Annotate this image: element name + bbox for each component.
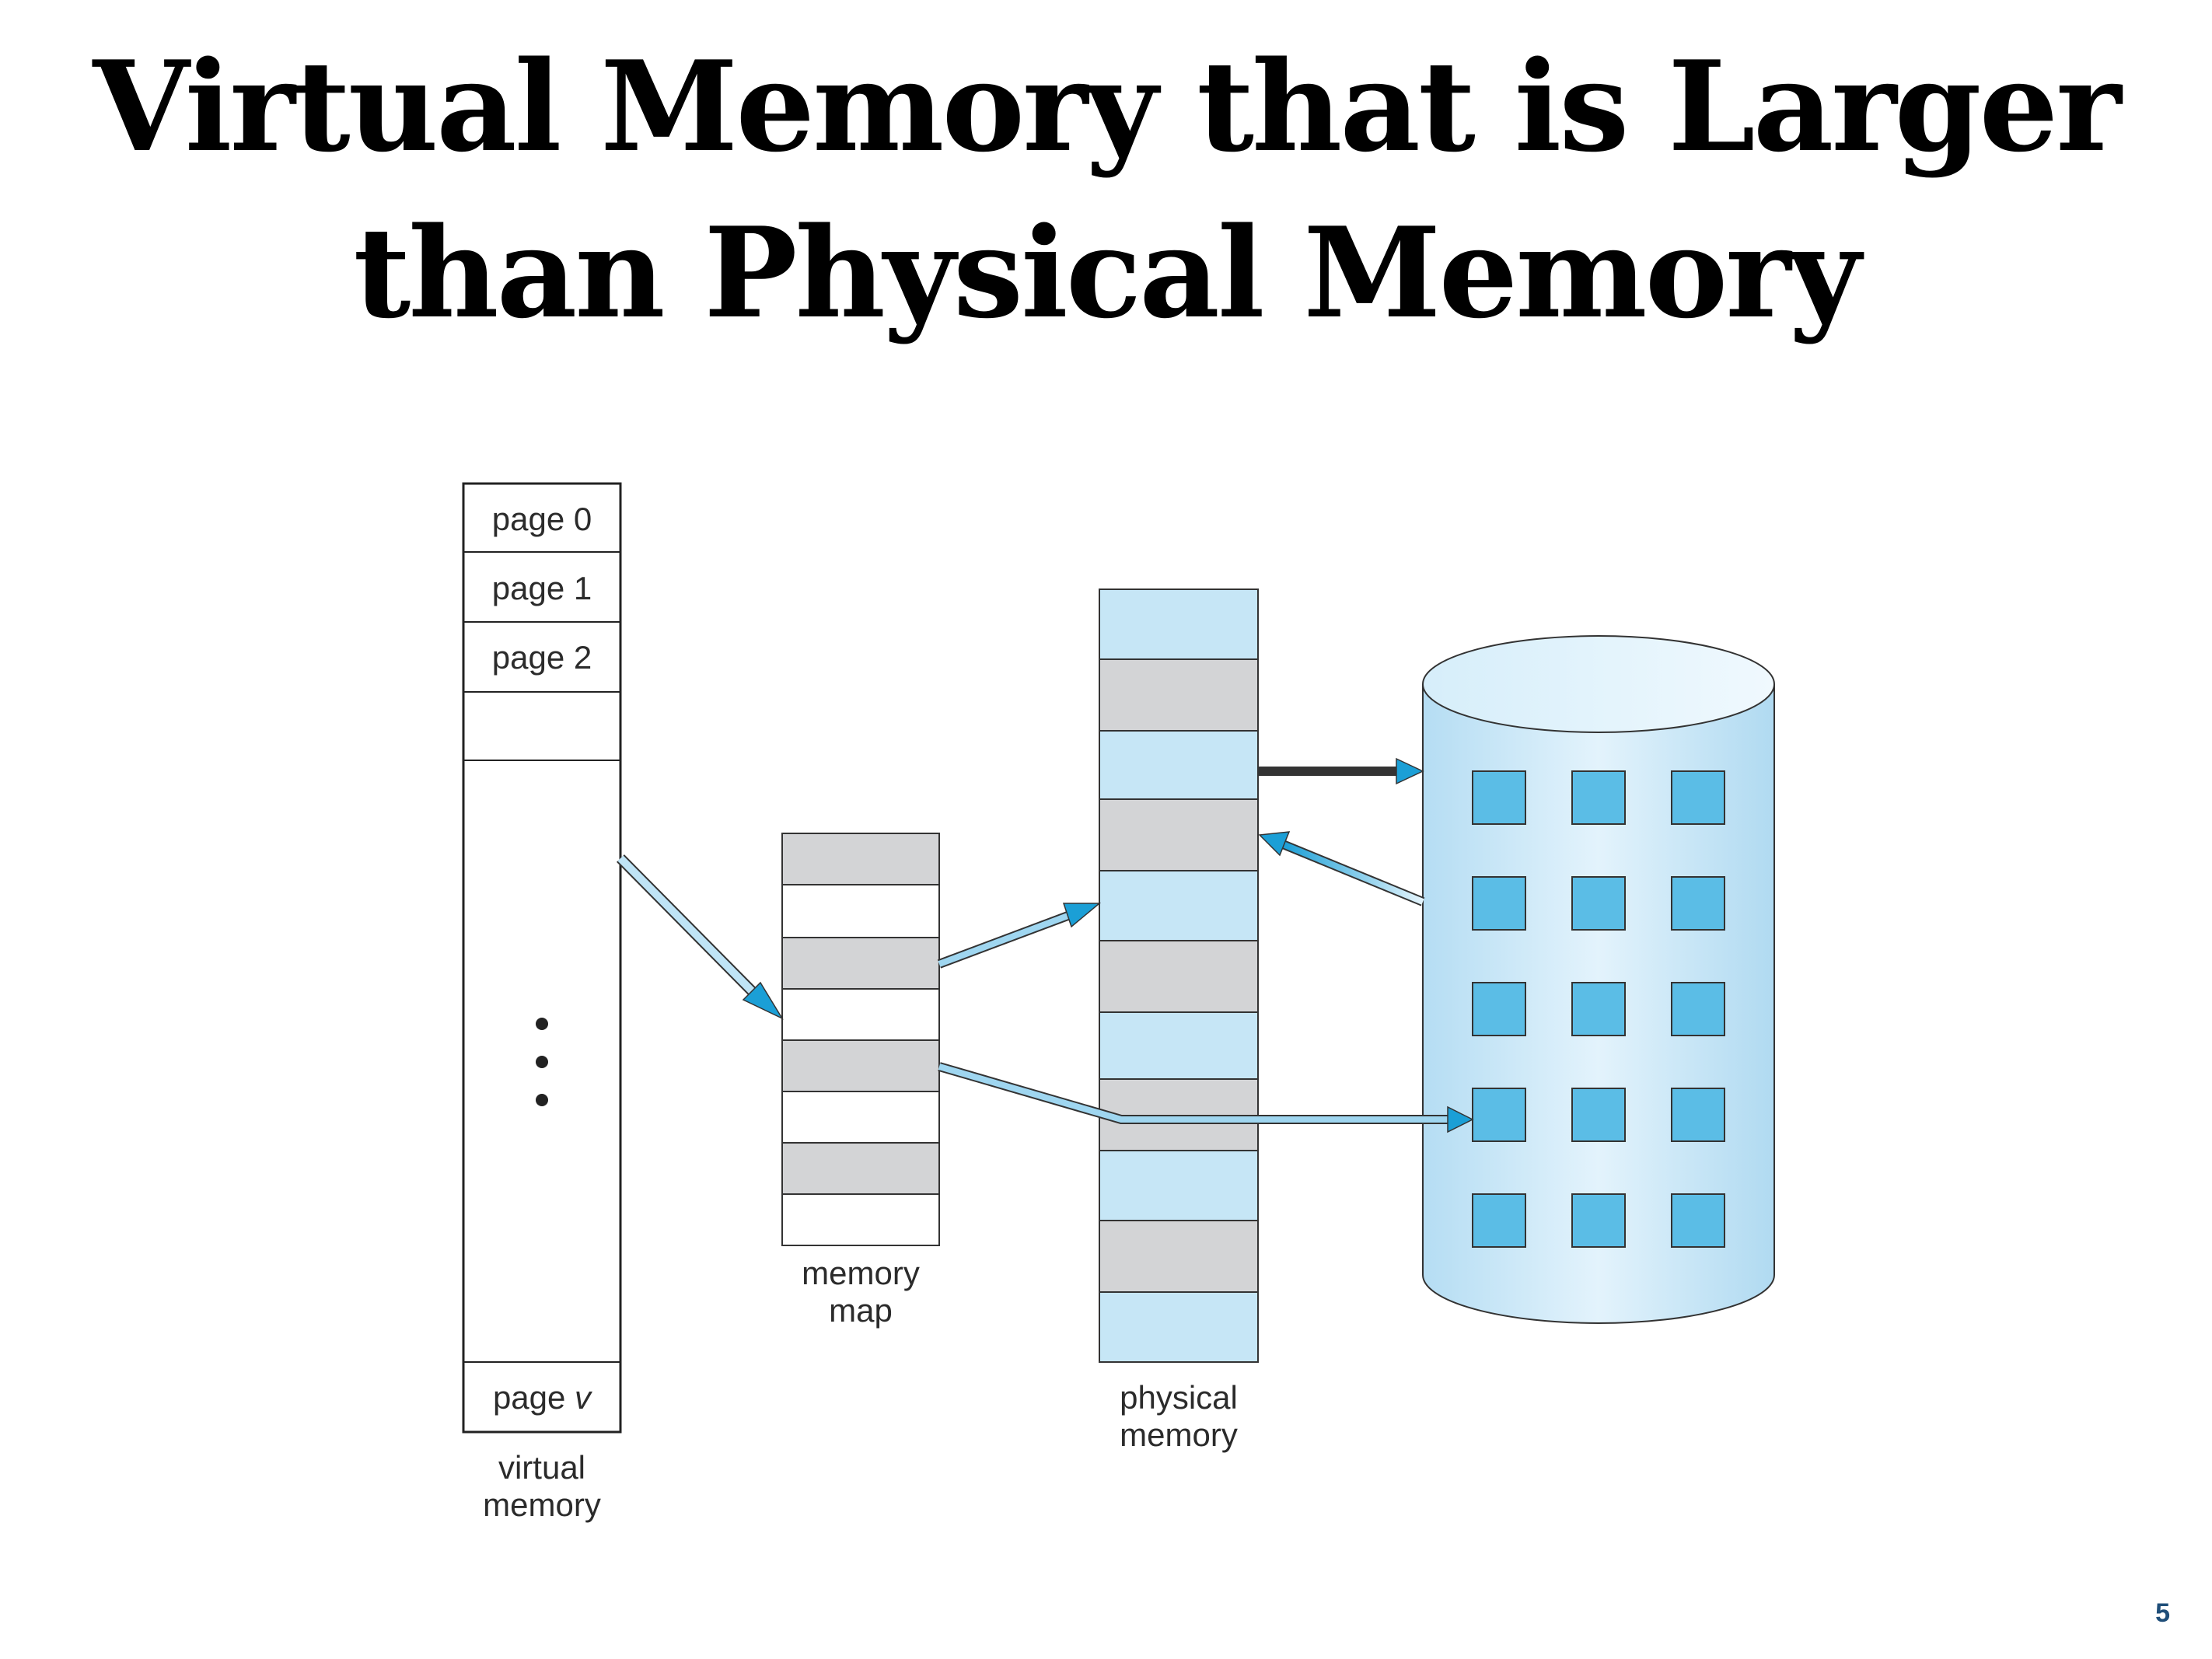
memory-map-column: memory map	[781, 833, 940, 1329]
virtual-memory-column: page 0 page 1 page 2 page v virtual memo…	[462, 482, 622, 1523]
physical-frame-free	[1099, 870, 1259, 941]
physical-frame-used	[1099, 798, 1259, 871]
physical-memory-caption-line2: memory	[1120, 1416, 1238, 1453]
virtual-memory-caption-line2: memory	[483, 1486, 601, 1523]
arrow-map-to-disk	[938, 1062, 1474, 1133]
disk-blocks	[1472, 770, 1725, 1248]
physical-memory-caption-line1: physical	[1120, 1379, 1238, 1416]
disk-block	[1671, 982, 1725, 1036]
title-line-1: Virtual Memory that is Larger	[93, 33, 2121, 180]
memory-map-entry-unmapped	[781, 988, 940, 1041]
disk-block	[1571, 1193, 1626, 1248]
slide-title: Virtual Memory that is Larger than Physi…	[0, 23, 2212, 356]
physical-frame-free	[1099, 1011, 1259, 1080]
disk-block	[1571, 876, 1626, 931]
page-number: 5	[2155, 1598, 2170, 1628]
virtual-page-v-variable: v	[575, 1379, 593, 1416]
arrow-virtual-to-map	[617, 854, 784, 1020]
memory-map-entry-unmapped	[781, 884, 940, 938]
memory-map-caption-line1: memory	[802, 1255, 920, 1291]
memory-map-entry-mapped	[781, 1142, 940, 1195]
disk-block	[1472, 982, 1526, 1036]
disk-block	[1571, 770, 1626, 825]
virtual-page-0: page 0	[492, 501, 592, 537]
cylinder-disk-icon	[1422, 635, 1775, 1324]
memory-map-entry-mapped	[781, 833, 940, 885]
memory-map-entry-mapped	[781, 1039, 940, 1092]
disk-block	[1472, 770, 1526, 825]
memory-map-entry-unmapped	[781, 1091, 940, 1144]
disk-block	[1671, 770, 1725, 825]
physical-memory-column: physical memory	[1099, 589, 1259, 1453]
arrow-disk-to-physical	[1258, 831, 1425, 906]
title-line-2: than Physical Memory	[353, 200, 1861, 346]
physical-frame-used	[1099, 658, 1259, 732]
memory-map-entry-mapped	[781, 937, 940, 990]
vertical-ellipsis-icon	[536, 1018, 548, 1106]
virtual-page-v: page v	[493, 1379, 593, 1416]
disk-block	[1671, 1193, 1725, 1248]
virtual-page-2: page 2	[492, 639, 592, 676]
memory-map-caption-line2: map	[829, 1292, 893, 1329]
arrow-map-to-physical	[937, 903, 1102, 969]
memory-map-entry-unmapped	[781, 1193, 940, 1246]
physical-frame-used	[1099, 1220, 1259, 1293]
disk-block	[1472, 876, 1526, 931]
arrow-physical-to-disk	[1258, 757, 1424, 785]
disk-top	[1422, 635, 1775, 733]
virtual-page-v-prefix: page	[493, 1379, 575, 1416]
physical-frame-free	[1099, 1150, 1259, 1221]
disk-block	[1571, 982, 1626, 1036]
virtual-memory-caption-line1: virtual	[498, 1449, 585, 1486]
disk-block	[1671, 1088, 1725, 1142]
virtual-page-1: page 1	[492, 570, 592, 606]
disk-block	[1571, 1088, 1626, 1142]
physical-frame-free	[1099, 730, 1259, 800]
physical-frame-free	[1099, 589, 1259, 660]
disk-block	[1472, 1088, 1526, 1142]
physical-frame-free	[1099, 1291, 1259, 1363]
disk-block	[1472, 1193, 1526, 1248]
mapping-arrows	[617, 757, 1474, 1133]
virtual-memory-outline	[462, 482, 622, 1434]
disk-block	[1671, 876, 1725, 931]
physical-frame-used	[1099, 940, 1259, 1013]
